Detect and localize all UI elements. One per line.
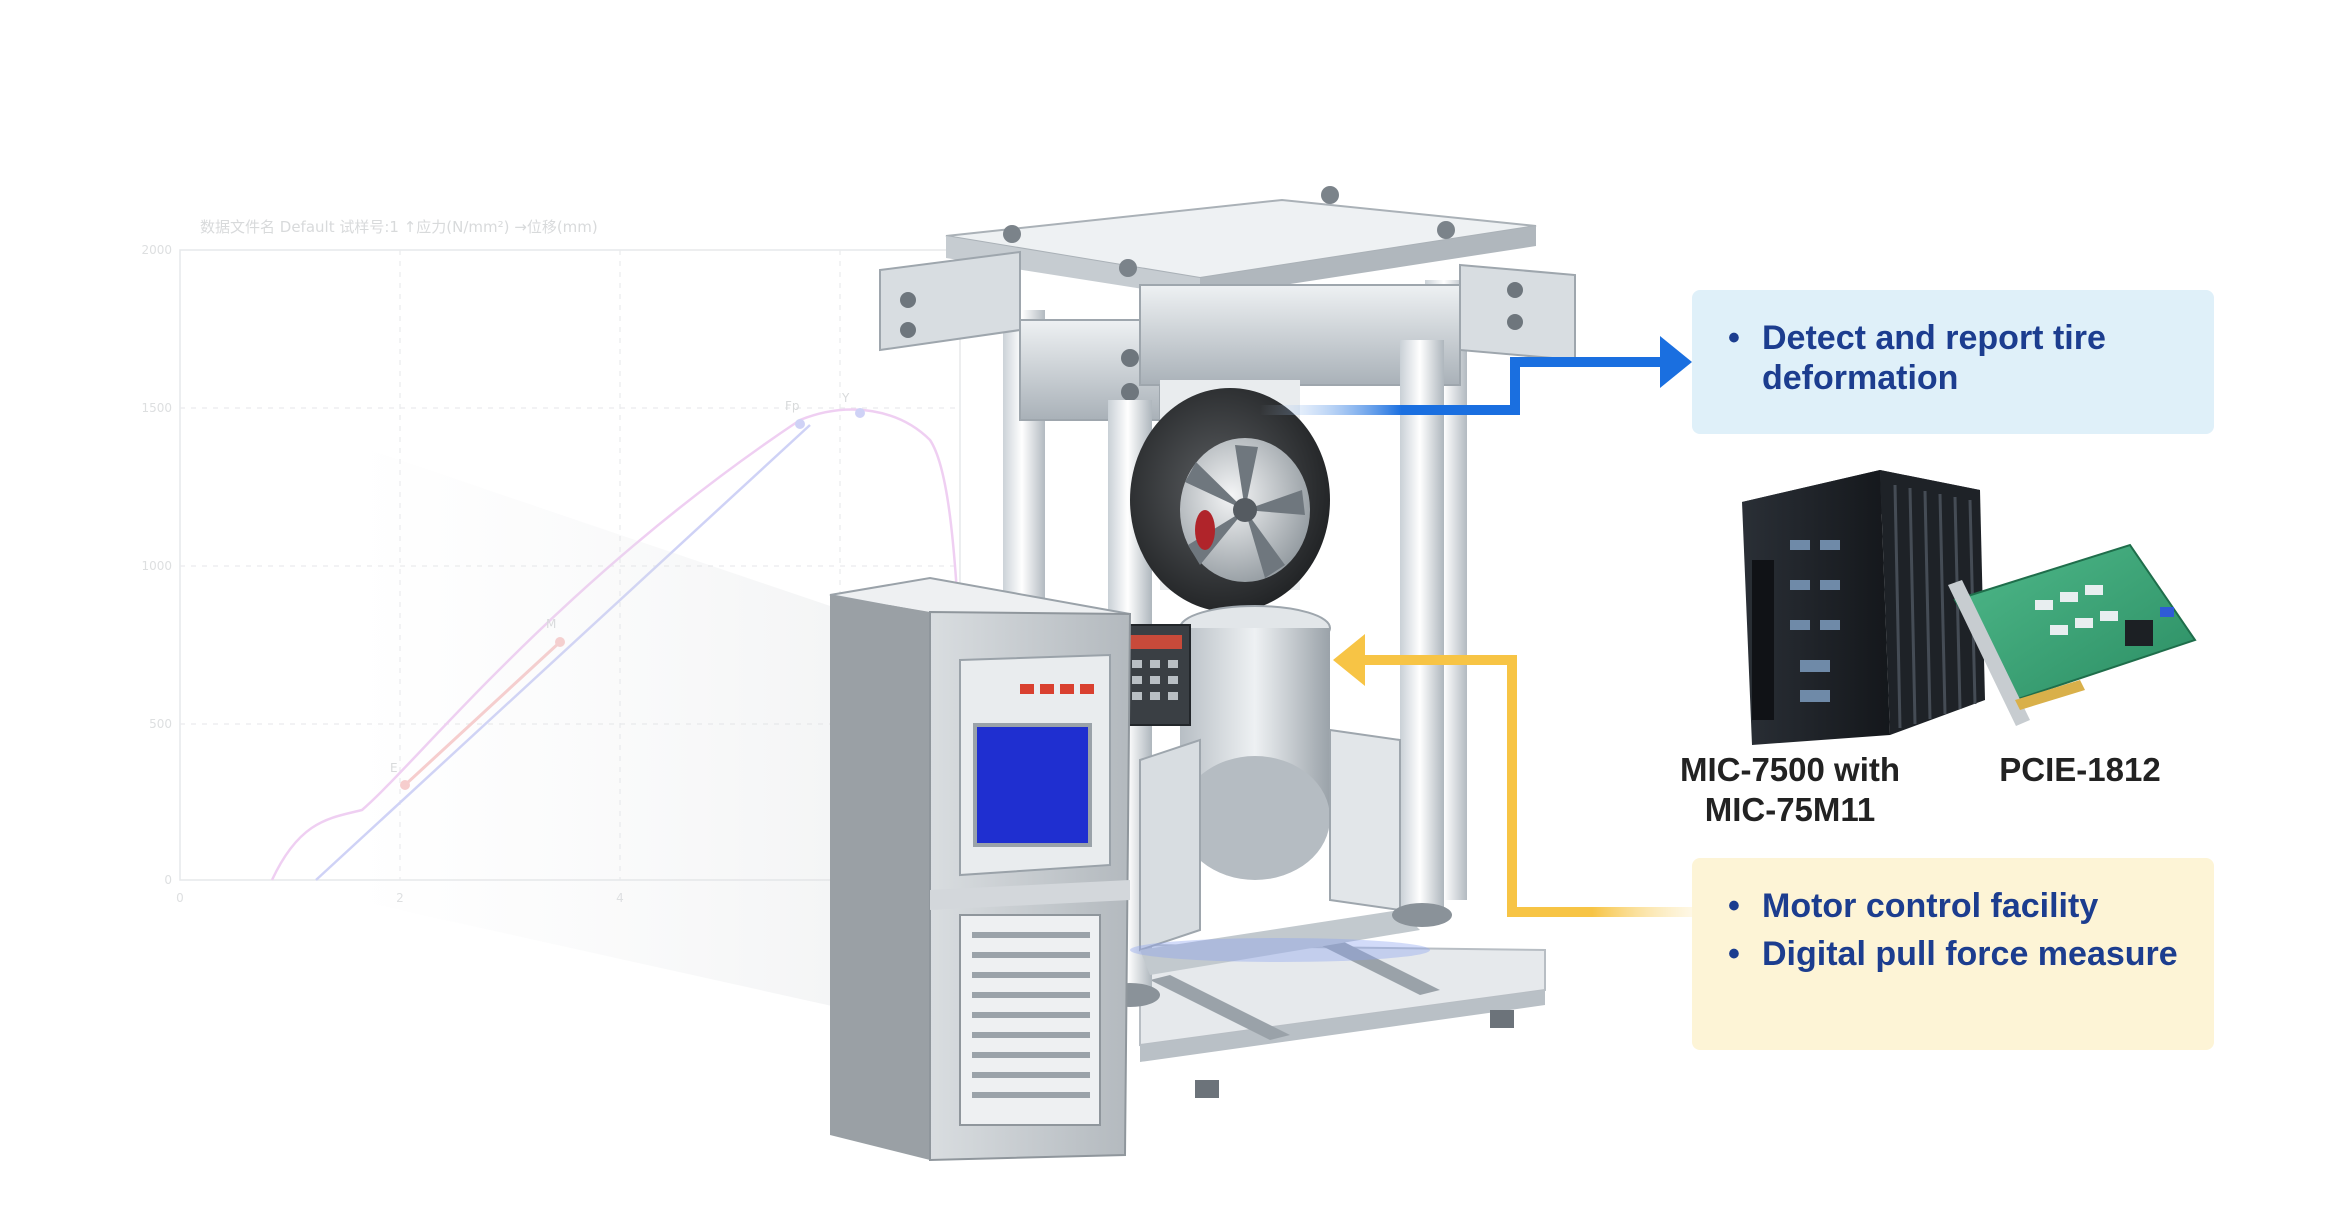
bolt-icon: [900, 322, 916, 338]
mic-7500-computer: [1742, 470, 1985, 745]
machine-base-front: [1140, 990, 1545, 1062]
pc-expansion-slot: [1752, 560, 1774, 720]
base-rail: [1150, 975, 1290, 1040]
pc-port-icon: [1820, 540, 1840, 550]
pcie-1812-label: PCIE-1812: [1999, 751, 2161, 788]
cabinet-ledge: [930, 880, 1130, 910]
screen-projection-beam: [355, 445, 960, 1010]
bolt-icon: [1003, 225, 1021, 243]
base-foot: [1195, 1080, 1219, 1098]
x-tick-label: 0: [176, 891, 184, 905]
pc-port-icon: [1800, 690, 1830, 702]
base-foot: [1490, 1010, 1514, 1028]
bolt-icon: [1321, 186, 1339, 204]
y-tick-label: 1500: [141, 401, 172, 415]
rim-spokes: [1185, 445, 1305, 578]
keypad-key: [1132, 692, 1142, 700]
top-crossbeam-side: [1200, 226, 1536, 298]
y-tick-label: 1000: [141, 559, 172, 573]
callout-item: Detect and report tire deformation: [1728, 318, 2178, 398]
y-tick-label: 500: [149, 717, 172, 731]
pc-port-icon: [1800, 660, 1830, 672]
front-column: [1400, 340, 1444, 920]
bolt-icon: [1121, 349, 1139, 367]
keypad-key: [1168, 660, 1178, 668]
bolt-icon: [1507, 282, 1523, 298]
y-tick-label: 0: [164, 873, 172, 887]
bolt-icon: [1507, 314, 1523, 330]
vent-slats: [972, 932, 1090, 1098]
bolt-icon: [900, 292, 916, 308]
pc-port-icon: [1820, 580, 1840, 590]
blue-arrowhead-icon: [1660, 336, 1692, 388]
tire-deformation-callout: Detect and report tire deformation: [1692, 290, 2214, 434]
motor-control-callout: Motor control facility Digital pull forc…: [1692, 858, 2214, 1050]
marker-y: [855, 408, 865, 418]
pc-port-icon: [1790, 540, 1810, 550]
keypad-key: [1132, 660, 1142, 668]
keypad-key: [1132, 676, 1142, 684]
hub-icon: [1233, 498, 1257, 522]
vent-panel: [959, 914, 1101, 1126]
brake-caliper-icon: [1195, 510, 1215, 550]
pc-front: [1742, 470, 1890, 745]
top-crossbeam-front: [946, 236, 1200, 298]
callout-item: Digital pull force measure: [1728, 934, 2178, 974]
pcb-switch: [2160, 607, 2174, 617]
bolt-icon: [1121, 383, 1139, 401]
point-label-fp: Fp: [785, 399, 800, 413]
keypad-key: [1150, 692, 1160, 700]
actuator-bottom: [1180, 756, 1330, 880]
pc-port-icon: [1820, 620, 1840, 630]
indicator-light: [1040, 684, 1054, 694]
cradle-left: [1139, 738, 1201, 952]
keypad-key: [1150, 660, 1160, 668]
pcie-gold-fingers: [2015, 680, 2085, 710]
marker-fp: [795, 419, 805, 429]
point-label-y: Y: [841, 391, 850, 405]
upper-right-block: [1459, 263, 1576, 362]
control-cabinet: [829, 576, 1132, 1162]
pc-port-icon: [1790, 580, 1810, 590]
blue-connector-arrow-line: [1260, 357, 1665, 415]
pcb-chip: [2125, 620, 2153, 646]
blue-glow: [1130, 938, 1430, 962]
cradle-floor: [1140, 910, 1420, 975]
pc-port-icon: [1790, 620, 1810, 630]
indicator-light: [1060, 684, 1074, 694]
keypad-key: [1150, 676, 1160, 684]
yellow-connector-arrow-line: [1360, 655, 1692, 917]
column-foot: [1392, 903, 1452, 927]
keypad-display: [1128, 635, 1182, 649]
keypad-key: [1168, 692, 1178, 700]
cabinet-screen: [973, 723, 1092, 847]
keypad-key: [1168, 676, 1178, 684]
card-bracket: [1948, 580, 2030, 726]
indicator-light: [1080, 684, 1094, 694]
pcb-components: [2035, 585, 2118, 635]
cradle-right: [1329, 728, 1401, 912]
y-tick-label: 2000: [141, 243, 172, 257]
bolt-icon: [1437, 221, 1455, 239]
callout-item: Motor control facility: [1728, 886, 2178, 926]
indicator-light: [1020, 684, 1034, 694]
yellow-arrowhead-icon: [1333, 634, 1365, 686]
bolt-icon: [1119, 259, 1137, 277]
cabinet-side: [830, 595, 930, 1160]
pcie-1812-card: [1948, 543, 2197, 726]
mic-7500-label: MIC-7500 with MIC-75M11: [1679, 751, 1901, 828]
chart-header: 数据文件名 Default 试样号:1 ↑应力(N/mm²) →位移(mm): [200, 218, 598, 236]
